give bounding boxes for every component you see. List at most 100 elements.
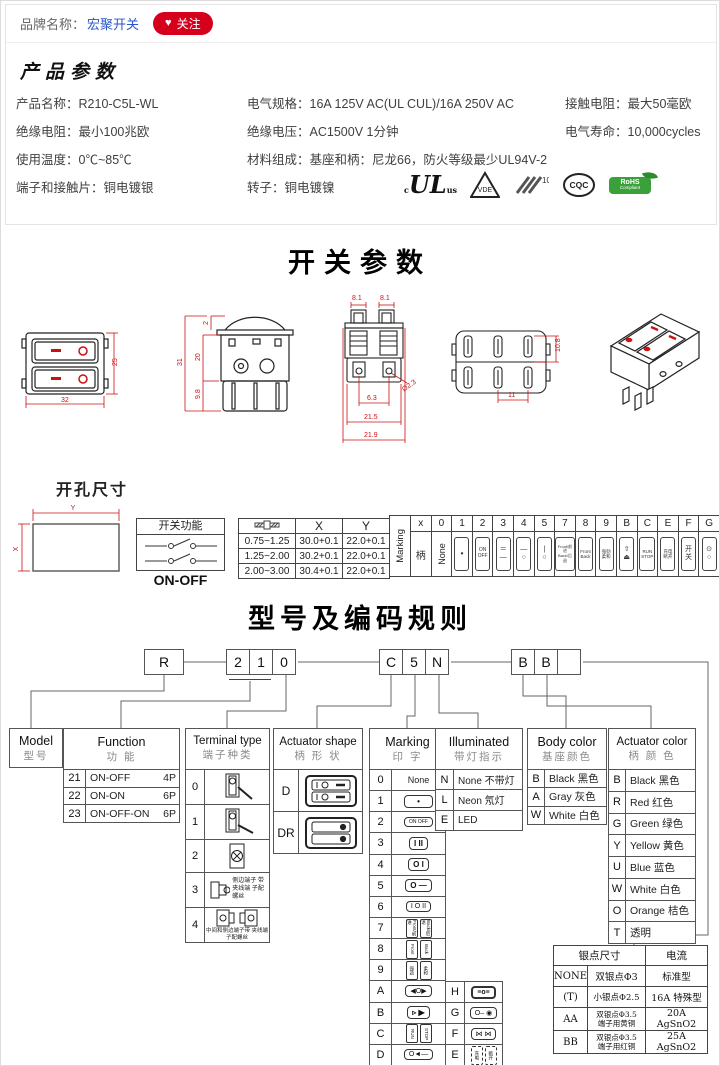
marking-icon-dash-o: —○ [516,537,532,571]
svg-text:2: 2 [203,321,210,325]
switch-circuit-symbols [145,538,217,564]
product-params-title: 产品参数 [20,61,121,83]
marking-icon-circles: ⊙○ [701,537,717,571]
param-row: 使用温度：0℃~85℃ [16,153,132,167]
leaf-icon [641,168,659,182]
table-row: B▹ ▶ [370,1002,445,1024]
table-row: 4 中间和侧边端子带 夹线端子配螺丝 [186,907,269,942]
table-row: H≡o≡ [446,982,502,1003]
svg-text:Y: Y [71,505,76,512]
table-row: A◀O▶ [370,981,445,1003]
rohs-cert-icon: RoHS Compliant [609,168,659,194]
terminal-solder-icon [225,808,254,834]
svg-text:21.9: 21.9 [364,432,378,439]
brand-bar: 品牌名称： 宏聚开关 ♥ 关注 [6,5,716,43]
terminal-type-table: Terminal type 端子种类 0 1 2 3 侧边端子 带夹线端 子配螺… [185,728,270,943]
follow-button[interactable]: ♥ 关注 [153,12,213,35]
marking-icon-strong-soft: 强劲柔和 [598,537,614,571]
svg-text:X: X [13,546,20,551]
hole-size-title: 开孔尺寸 [56,482,129,499]
table-row: F⋈ ⋈ [446,1024,502,1045]
terminal-dual-clamp-icon [216,909,258,927]
switch-function-box: 开关功能 [136,518,225,571]
cqc-cert-icon: CQC [563,173,596,197]
svg-text:6.3: 6.3 [367,395,377,402]
param-row: 接触电阻：最大50毫欧 [565,97,692,111]
code-box: 2 [226,649,250,675]
product-params-card: 品牌名称： 宏聚开关 ♥ 关注 产品参数 产品名称：R210-C5L-WL 绝缘… [5,4,717,225]
svg-text:8.1: 8.1 [380,295,390,302]
panel-thickness-icon [238,518,296,534]
svg-text:9.8: 9.8 [195,389,202,399]
param-row: 电气规格：16A 125V AC(UL CUL)/16A 250V AC [247,97,515,111]
on-off-label: ON-OFF [153,572,208,588]
ul-cert-icon: c UL us [404,170,458,200]
terminal-solder-icon [225,773,253,800]
follow-label: 关注 [176,17,201,31]
table-row: 1 [186,804,269,840]
vde-cert-icon: VDE [470,171,501,198]
table-row: 银点尺寸 电流 [553,945,708,966]
marking-icon-dot: • [454,537,470,571]
table-row: NONE 双银点Φ3 标准型 [553,965,708,987]
code-box: N [425,649,449,675]
param-row: 绝缘电压：AC1500V 1分钟 [247,125,399,139]
param-row: 转子：铜电镀镍 [247,181,335,195]
marking-icon-charge: 充电断开 [660,537,676,571]
cert-logos: c UL us VDE 10 CQC RoHS Compliant [404,168,659,200]
svg-text:31: 31 [177,358,184,366]
marking-icon-symbols: ⇧⏏ [619,537,635,571]
actuator-shape-table: Actuator shape 柄 形 状 D DR [273,728,363,854]
param-row: 绝缘电阻：最小100兆欧 [16,125,150,139]
svg-text:21.5: 21.5 [364,414,378,421]
table-row: 3 侧边端子 带夹线端 子配螺丝 [186,872,269,908]
table-row: 2 [186,839,269,873]
code-underline [229,679,271,680]
code-box-empty [557,649,581,675]
svg-text:32: 32 [61,397,69,404]
brand-link[interactable]: 宏聚开关 [87,17,140,32]
code-box: B [534,649,558,675]
heart-icon: ♥ [165,17,172,29]
coding-rules-heading: 型号及编码规则 [248,604,472,634]
param-row: 材料组成：基座和柄：尼龙66，防火等级最少UL94V-2 [247,153,548,167]
table-row: 1• [370,791,445,813]
table-row: D [274,770,362,812]
svg-text:25: 25 [112,358,119,366]
svg-text:10: 10 [542,176,549,185]
svg-text:11: 11 [508,392,515,399]
table-row: 0 [186,769,269,805]
marking-icon-kai-guan: 开关 [681,537,697,571]
param-row: 电气寿命：10,000cycles [565,125,701,139]
model-box: Model 型号 [9,728,63,768]
code-box: C [379,649,403,675]
